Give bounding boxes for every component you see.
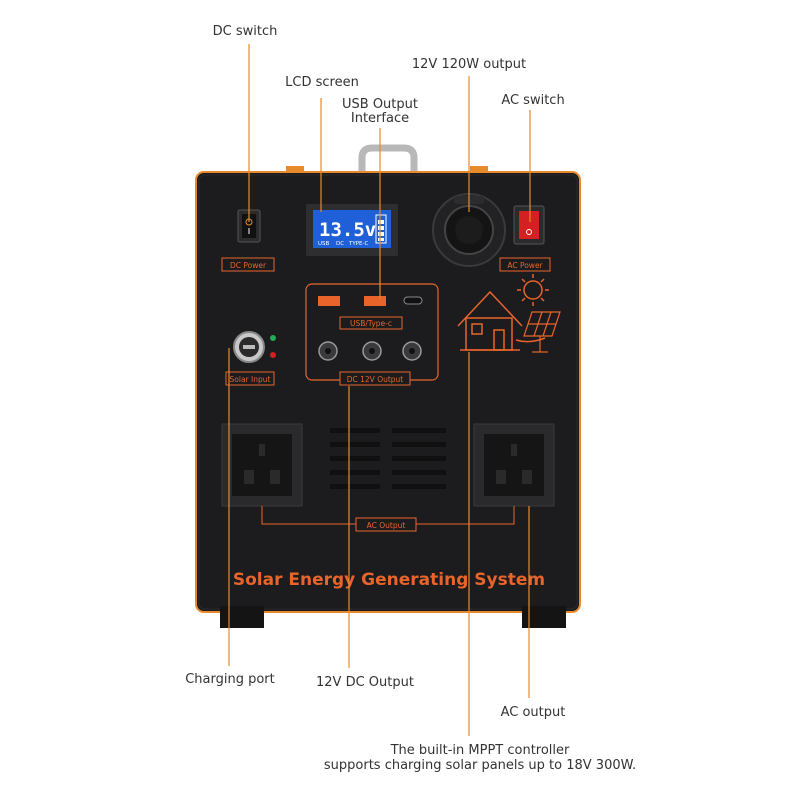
house-solar-icon xyxy=(457,290,546,351)
dc-12v-output-label: DC 12V Output xyxy=(347,375,404,384)
callout-usb-output-line2: Interface xyxy=(350,111,410,126)
ac-power-label-box xyxy=(499,257,551,272)
lcd-battery-icon xyxy=(375,214,387,244)
system-title: Solar Energy Generating System xyxy=(233,570,545,590)
usb-c-icon[interactable] xyxy=(403,296,423,305)
callout-mppt-line2: supports charging solar panels up to 18V… xyxy=(323,758,637,773)
dc-switch[interactable] xyxy=(237,209,261,243)
ac-socket-icon-2[interactable] xyxy=(473,423,555,507)
device-inner-edge xyxy=(198,174,578,610)
usb-a-icon-2[interactable] xyxy=(364,296,386,306)
callout-mppt-line1: The built-in MPPT controller xyxy=(390,743,570,758)
usb-typec-label-box xyxy=(339,316,403,330)
ac-output-label-box xyxy=(355,517,417,532)
led-red xyxy=(270,352,276,358)
cigarette-socket-icon[interactable] xyxy=(432,193,506,267)
vent-grille xyxy=(330,428,446,489)
ac-socket-icon[interactable] xyxy=(221,423,303,507)
dc-jack-icon-3[interactable] xyxy=(402,341,422,361)
dc-power-label: DC Power xyxy=(230,261,267,270)
usb-a-icon[interactable] xyxy=(318,296,340,306)
callout-12v-120w-output: 12V 120W output xyxy=(411,57,527,72)
sun-icon xyxy=(517,274,549,306)
solar-panel-icon xyxy=(523,311,561,353)
dc-jack-icon-2[interactable] xyxy=(362,341,382,361)
foot-left xyxy=(220,606,264,628)
callout-ac-switch: AC switch xyxy=(501,93,565,108)
callout-ac-output: AC output xyxy=(500,705,566,720)
callout-dc-switch: DC switch xyxy=(212,24,278,39)
led-green xyxy=(270,335,276,341)
ac-output-panel-label: AC Output xyxy=(367,521,406,530)
solar-input-label: Solar Input xyxy=(230,375,271,384)
callout-usb-output-line1: USB Output xyxy=(342,97,418,112)
ac-switch[interactable] xyxy=(513,205,545,245)
lcd-reading: 13.5v xyxy=(319,219,376,241)
dc-power-label-box xyxy=(221,257,275,272)
dc-12v-output-label-box xyxy=(339,371,411,386)
leader-dot-dc-switch xyxy=(245,218,253,226)
solar-input-port[interactable] xyxy=(233,331,265,363)
lcd-sub-typec: TYPE-C xyxy=(348,241,368,247)
callout-12v-dc-output: 12V DC Output xyxy=(316,675,414,690)
solar-input-label-box xyxy=(225,371,275,386)
lcd-sub-usb: USB xyxy=(318,241,330,247)
usb-typec-label: USB/Type-c xyxy=(350,319,392,328)
ac-power-label: AC Power xyxy=(507,261,543,270)
dc-jack-icon[interactable] xyxy=(318,341,338,361)
callout-charging-port: Charging port xyxy=(185,672,275,687)
callout-lcd-screen: LCD screen xyxy=(285,75,359,90)
lcd-sub-dc: DC xyxy=(336,241,344,247)
leader-lines xyxy=(228,44,531,736)
foot-right xyxy=(522,606,566,628)
